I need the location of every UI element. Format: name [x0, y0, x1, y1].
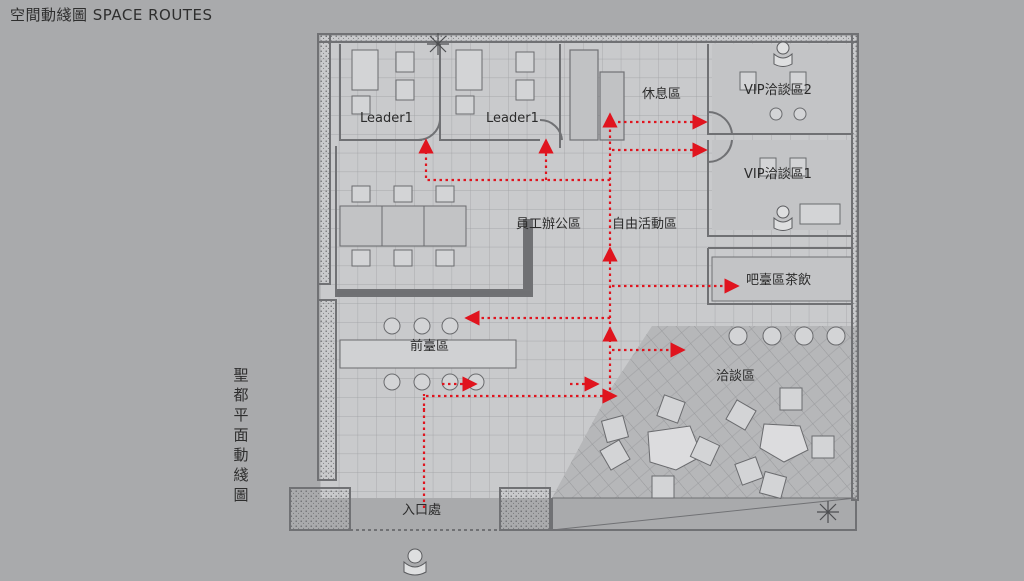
walls [289, 33, 859, 531]
person-icon [403, 41, 793, 576]
label-leader1-a: Leader1 [360, 111, 413, 126]
label-leader1-b: Leader1 [486, 111, 539, 126]
label-front-desk: 前臺區 [410, 338, 449, 354]
label-negotiation: 洽談區 [716, 368, 755, 384]
label-entrance: 入口處 [402, 503, 441, 518]
vertical-title: 聖都平面動綫圖 [233, 366, 249, 504]
furniture [339, 49, 846, 500]
label-free-activity: 自由活動區 [612, 217, 677, 232]
plant-icon [427, 33, 839, 523]
label-rest-area: 休息區 [642, 86, 681, 102]
label-vip2: VIP洽談區2 [744, 82, 812, 98]
route-lines [418, 112, 740, 508]
label-staff-office: 員工辦公區 [516, 217, 581, 232]
label-bar-tea: 吧臺區茶飲 [746, 272, 811, 288]
page-title: 空間動綫圖 SPACE ROUTES [10, 6, 213, 24]
label-vip1: VIP洽談區1 [744, 166, 812, 182]
